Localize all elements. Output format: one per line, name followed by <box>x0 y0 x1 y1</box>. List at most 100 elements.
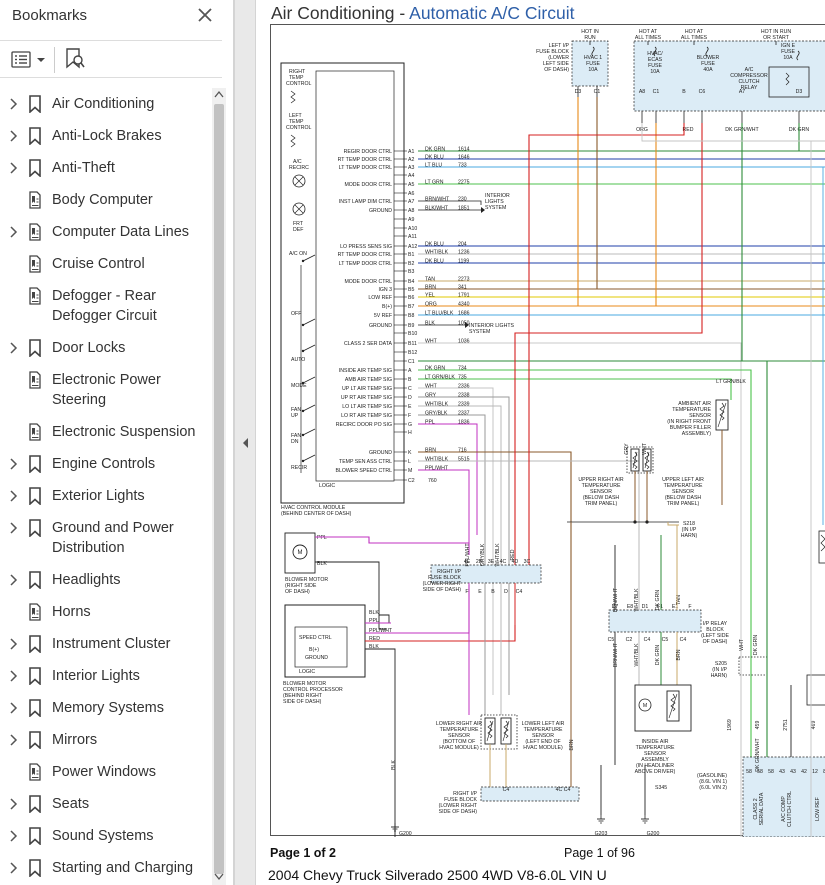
panel-splitter[interactable] <box>234 0 256 885</box>
pin-signal-label: CLASS 2 SER DATA <box>344 341 392 347</box>
upper-right-sensor-label: TEMPERATURE <box>582 483 621 489</box>
chevron-right-icon[interactable] <box>8 638 18 650</box>
chevron-right-icon[interactable] <box>8 798 18 810</box>
bookmark-item[interactable]: Exterior Lights <box>0 486 212 518</box>
options-menu-icon[interactable] <box>10 49 48 71</box>
wire <box>365 648 396 837</box>
bookmark-item[interactable]: Horns <box>0 602 212 634</box>
relay-label: COMPRESSOR <box>730 73 768 79</box>
bookmark-label-line2: Distribution <box>52 540 125 556</box>
close-icon[interactable] <box>196 6 214 24</box>
chevron-right-icon[interactable] <box>8 458 18 470</box>
bookmark-item[interactable]: Starting and Charging <box>0 858 212 885</box>
bookmark-icon <box>29 859 41 877</box>
blower-control-label: SIDE OF DASH) <box>283 699 322 705</box>
bookmark-label: Exterior Lights <box>52 488 145 504</box>
pin-label: D <box>408 395 412 401</box>
chevron-right-icon[interactable] <box>8 342 18 354</box>
engine-variant-label: (8.6L VIN 1) <box>699 779 727 785</box>
wire-color-label: BLK <box>391 760 397 770</box>
find-bookmark-icon[interactable] <box>64 47 86 71</box>
scrollbar-thumb[interactable] <box>214 104 224 874</box>
relay-block-label: OF DASH) <box>703 639 728 645</box>
chevron-right-icon[interactable] <box>8 98 18 110</box>
switch-contact <box>301 459 305 463</box>
wire <box>641 123 825 142</box>
switch-contact <box>301 349 305 353</box>
chevron-right-icon[interactable] <box>8 226 18 238</box>
scroll-up-arrow-icon[interactable] <box>214 90 224 98</box>
fuse-label: HOT IN <box>581 29 599 35</box>
chevron-right-icon[interactable] <box>8 702 18 714</box>
bookmark-item[interactable]: Air Conditioning <box>0 94 212 126</box>
connector-pin: 12 <box>812 769 818 775</box>
module-label: CLASS 2 <box>753 798 759 819</box>
fuse-block-label: SIDE OF DASH) <box>423 587 462 593</box>
pin-label: L <box>408 459 411 465</box>
bookmark-label: Starting and Charging <box>52 860 194 876</box>
wire-color-label: DK GRN <box>425 147 445 153</box>
bookmark-item[interactable]: Electronic Suspension <box>0 422 212 454</box>
hvac-control-module <box>280 62 405 504</box>
pin-signal-label: B(+) <box>382 304 392 310</box>
ambient-sensor-label: SENSOR <box>689 413 711 419</box>
interior-lights-label: SYSTEM <box>485 205 506 211</box>
inside-air-sensor-label: ABOVE DRIVER) <box>635 769 676 775</box>
module-label: SERIAL DATA <box>759 792 765 825</box>
module-label: A/C COMP <box>781 796 787 822</box>
wire <box>418 387 494 695</box>
bookmarks-scrollbar[interactable] <box>212 88 226 885</box>
chevron-right-icon[interactable] <box>8 670 18 682</box>
bookmark-item[interactable]: Anti-Theft <box>0 158 212 190</box>
upper-right-sensor-label: SENSOR <box>590 489 612 495</box>
document-bookmark-icon <box>29 223 41 241</box>
wire-color-label: LT GRN/BLK <box>425 375 455 381</box>
connector-pin: C5 <box>662 637 669 643</box>
scroll-down-arrow-icon[interactable] <box>214 873 224 881</box>
hvac-module-label: (BEHIND CENTER OF DASH) <box>281 511 352 517</box>
fuse-label: HOT AT <box>685 29 704 35</box>
lower-left-sensor-label: HVAC MODULE) <box>523 745 563 751</box>
knob-symbol <box>290 134 296 148</box>
bookmark-item[interactable]: Instrument Cluster <box>0 634 212 666</box>
chevron-right-icon[interactable] <box>8 162 18 174</box>
chevron-right-icon[interactable] <box>8 574 18 586</box>
chevron-right-icon[interactable] <box>8 522 18 534</box>
circuit-number: 230 <box>458 197 467 203</box>
circuit-number: 1614 <box>458 147 470 153</box>
wire-color-label: BLK <box>369 644 379 650</box>
bookmark-item[interactable]: Door Locks <box>0 338 212 370</box>
chevron-right-icon[interactable] <box>8 130 18 142</box>
bookmark-item[interactable]: Body Computer <box>0 190 212 222</box>
bookmark-item[interactable]: Interior Lights <box>0 666 212 698</box>
bookmark-item[interactable]: Engine Controls <box>0 454 212 486</box>
collapse-panel-arrow-icon[interactable] <box>241 437 249 449</box>
bookmark-item[interactable]: Seats <box>0 794 212 826</box>
circuit-number: 2339 <box>458 402 470 408</box>
bookmark-item[interactable]: Memory Systems <box>0 698 212 730</box>
chevron-right-icon[interactable] <box>8 830 18 842</box>
wire-color-label: BRN <box>569 739 575 750</box>
bookmark-item[interactable]: Sound Systems <box>0 826 212 858</box>
fuse-block-label: OF DASH) <box>544 67 569 73</box>
wire-color-label: ORG <box>425 302 437 308</box>
bookmark-item[interactable]: Anti-Lock Brakes <box>0 126 212 158</box>
pin-signal-label: TEMP SEN ASS CTRL <box>339 459 392 465</box>
bookmark-item[interactable]: Headlights <box>0 570 212 602</box>
chevron-right-icon[interactable] <box>8 862 18 874</box>
pin-label: B2 <box>408 261 414 267</box>
connector-pin: C1 <box>653 89 660 95</box>
connector-pin: C6 <box>699 89 706 95</box>
pin-signal-label: INST LAMP DIM CTRL <box>339 199 392 205</box>
chevron-right-icon[interactable] <box>8 490 18 502</box>
chevron-right-icon[interactable] <box>8 734 18 746</box>
bookmark-item[interactable]: Computer Data Lines <box>0 222 212 254</box>
wire-color-label: PPL/WHT <box>465 543 471 567</box>
bookmark-item[interactable]: Mirrors <box>0 730 212 762</box>
bookmark-item[interactable]: Cruise Control <box>0 254 212 286</box>
bookmark-item[interactable]: Power Windows <box>0 762 212 794</box>
